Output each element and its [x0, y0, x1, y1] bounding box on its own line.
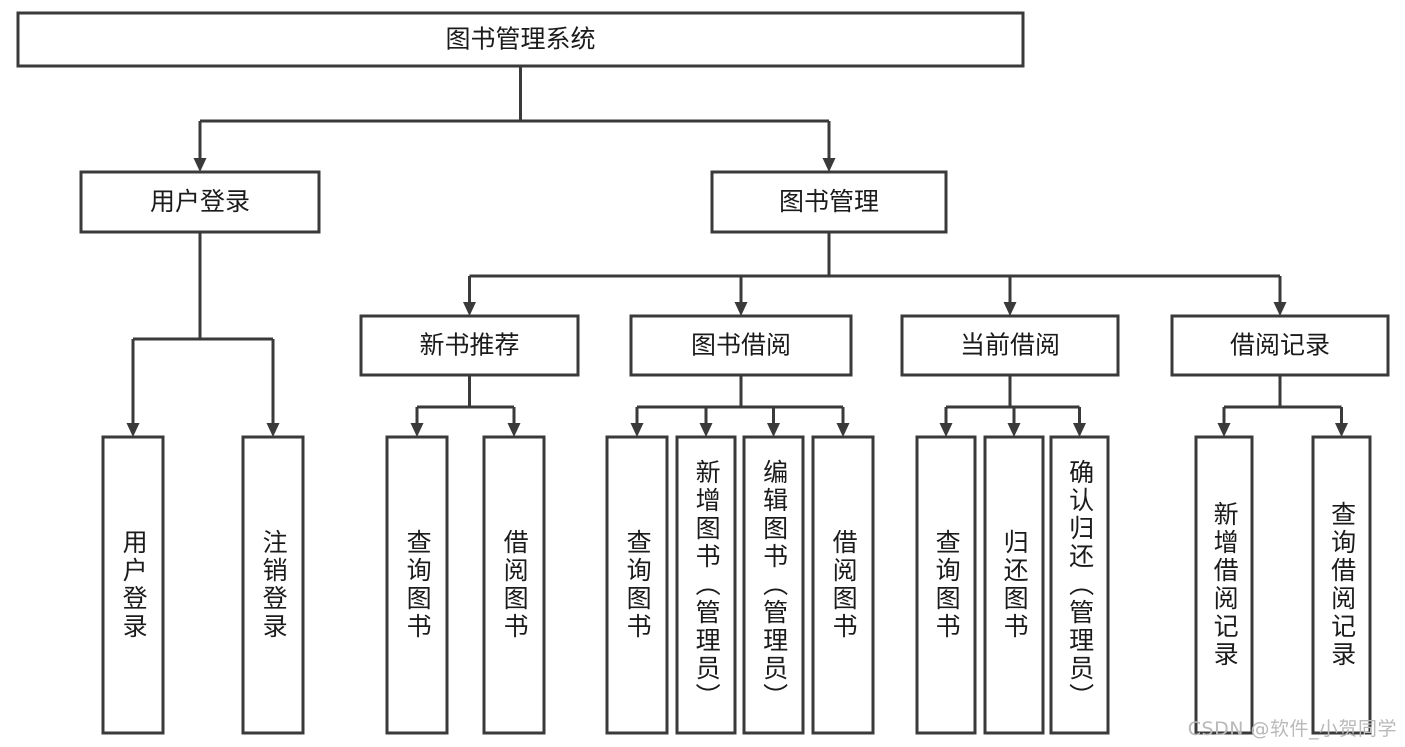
connector-layer: [126, 66, 1348, 437]
arrow-head-leaf-query-book-borrow: [630, 423, 644, 437]
arrow-head-leaf-confirm-return: [1073, 423, 1086, 437]
arrow-head-leaf-query-borrow-record: [1335, 423, 1348, 437]
node-root-label: 图书管理系统: [445, 25, 595, 54]
node-leaf-add-borrow-record[interactable]: [1194, 435, 1254, 735]
node-root[interactable]: [16, 11, 1025, 68]
arrow-head-leaf-borrow-book-recommend: [507, 423, 521, 437]
node-user-login-label: 用户登录: [150, 187, 250, 216]
arrow-head-leaf-query-book-recommend: [410, 423, 424, 437]
arrow-head-leaf-add-book: [699, 423, 713, 437]
node-leaf-add-book[interactable]: [675, 435, 737, 735]
arrow-head-leaf-query-book-current: [939, 423, 953, 437]
arrow-head-leaf-edit-book: [767, 423, 780, 437]
node-leaf-edit-book[interactable]: [742, 435, 805, 735]
node-leaf-user-login[interactable]: [101, 435, 165, 735]
node-new-book-recommend-label: 新书推荐: [419, 331, 519, 360]
node-current-borrow-label: 当前借阅: [960, 331, 1060, 360]
node-book-manage[interactable]: [710, 170, 948, 234]
node-new-book-recommend[interactable]: [359, 314, 580, 377]
arrow-head-leaf-user-login: [126, 423, 140, 437]
arrow-head-borrow-record: [1273, 302, 1287, 316]
node-leaf-borrow-book-recommend[interactable]: [482, 435, 546, 735]
node-borrow-record-label: 借阅记录: [1230, 331, 1330, 360]
node-book-borrow[interactable]: [629, 314, 853, 377]
node-leaf-query-book-borrow[interactable]: [605, 435, 669, 735]
node-user-login[interactable]: [79, 170, 321, 234]
node-leaf-logout[interactable]: [241, 435, 305, 735]
node-current-borrow[interactable]: [900, 314, 1120, 377]
node-leaf-query-book-recommend[interactable]: [385, 435, 449, 735]
node-leaf-query-book-current[interactable]: [915, 435, 977, 735]
node-leaf-confirm-return[interactable]: [1049, 435, 1110, 735]
arrow-head-new-book-recommend: [463, 302, 476, 316]
arrow-head-current-borrow: [1003, 302, 1017, 316]
arrow-head-user-login: [193, 158, 207, 172]
arrow-head-leaf-borrow-book: [836, 423, 850, 437]
node-borrow-record[interactable]: [1170, 314, 1390, 377]
node-leaf-query-borrow-record[interactable]: [1311, 435, 1372, 735]
node-leaf-borrow-book[interactable]: [811, 435, 875, 735]
arrow-head-leaf-add-borrow-record: [1217, 423, 1231, 437]
node-leaf-return-book[interactable]: [983, 435, 1045, 735]
arrow-head-book-manage: [822, 158, 836, 172]
node-book-borrow-label: 图书借阅: [691, 331, 791, 360]
node-book-manage-label: 图书管理: [779, 187, 879, 216]
arrow-head-book-borrow: [734, 302, 748, 316]
watermark: CSDN @软件_小贺同学: [1187, 718, 1397, 740]
arrow-head-leaf-return-book: [1007, 423, 1021, 437]
arrow-head-leaf-logout: [266, 423, 280, 437]
